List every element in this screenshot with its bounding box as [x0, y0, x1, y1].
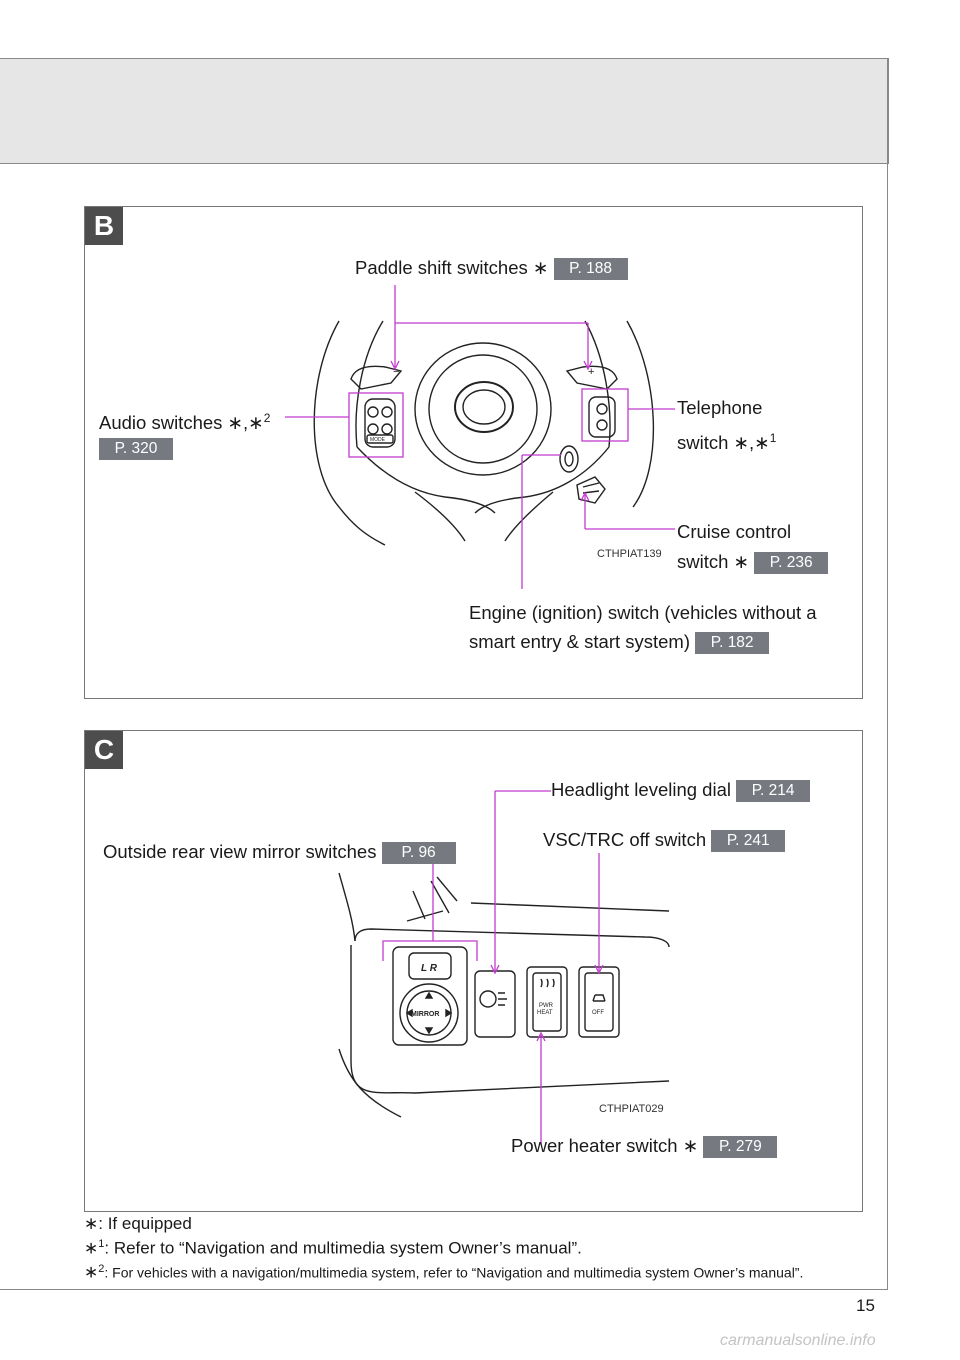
mirror-switches-page-ref[interactable]: P. 96 — [381, 842, 456, 865]
vsc-trc-page-ref[interactable]: P. 241 — [711, 830, 786, 853]
footnote-1: ∗1: Refer to “Navigation and multimedia … — [84, 1234, 803, 1259]
heat-label: HEAT — [537, 1010, 553, 1016]
engine-switch-line1: Engine (ignition) switch (vehicles witho… — [469, 602, 817, 623]
paddle-shift-page-ref[interactable]: P. 188 — [553, 258, 628, 281]
audio-switch-block — [364, 398, 396, 448]
footnote-2-text: : For vehicles with a navigation/multime… — [104, 1264, 804, 1281]
cruise-control-callout: switch ∗ P. 236 — [677, 551, 829, 575]
horn-pad — [414, 342, 552, 476]
power-heater-page-ref[interactable]: P. 279 — [703, 1136, 778, 1159]
lr-selector — [408, 952, 452, 980]
mirror-joystick — [399, 983, 459, 1043]
mode-button-label: MODE — [370, 437, 386, 443]
footnote-2: ∗2: For vehicles with a navigation/multi… — [84, 1259, 803, 1283]
ignition-switch — [559, 445, 579, 473]
engine-switch-page-ref[interactable]: P. 182 — [695, 632, 770, 655]
headlight-leveling-page-ref[interactable]: P. 214 — [736, 780, 811, 803]
paddle-minus — [350, 365, 403, 390]
cruise-lever — [576, 476, 606, 504]
paddle-shift-label: Paddle shift switches ∗ — [355, 257, 549, 278]
engine-switch-callout: smart entry & start system) P. 182 — [469, 631, 770, 655]
steering-wheel-illustration: − + MODE — [285, 285, 675, 589]
power-heater-switch — [526, 966, 568, 1038]
footnote-2-sup: 2 — [98, 1262, 105, 1275]
illustration-code-c: CTHPIAT029 — [599, 1103, 664, 1115]
headlight-leveling-callout: Headlight leveling dial P. 214 — [551, 779, 811, 803]
section-b-badge: B — [85, 207, 123, 245]
off-label: OFF — [592, 1010, 604, 1016]
header-band — [0, 58, 889, 164]
instrument-panel-illustration: L R MIRROR PWR HEAT OFF — [338, 790, 670, 1145]
telephone-line2: switch ∗,∗ — [677, 432, 770, 454]
headlight-leveling-label: Headlight leveling dial — [551, 779, 731, 800]
paddle-plus-label: + — [588, 366, 594, 378]
audio-switches-label: Audio switches ∗,∗ — [99, 412, 264, 434]
engine-switch-line2: smart entry & start system) — [469, 631, 691, 652]
power-heater-label: Power heater switch ∗ — [511, 1135, 699, 1156]
cruise-control-page-ref[interactable]: P. 236 — [754, 552, 829, 575]
audio-switches-sup: 2 — [263, 411, 271, 425]
pwr-label: PWR — [539, 1003, 554, 1009]
footnote-1-mark: ∗ — [84, 1238, 99, 1258]
power-heater-callout: Power heater switch ∗ P. 279 — [511, 1135, 778, 1159]
cruise-control-line2: switch ∗ — [677, 551, 750, 572]
telephone-line1: Telephone — [677, 397, 763, 418]
emblem — [454, 381, 514, 433]
lr-label: L R — [421, 963, 438, 974]
footnote-if-equipped: ∗: If equipped — [84, 1214, 192, 1233]
section-c-panel: C — [84, 730, 863, 1212]
mirror-switch-block — [392, 946, 468, 1046]
paddle-plus — [565, 365, 618, 390]
paddle-minus-label: − — [393, 366, 399, 378]
mirror-switches-callout: Outside rear view mirror switches P. 96 — [103, 841, 456, 865]
watermark: carmanualsonline.info — [720, 1332, 876, 1349]
vsc-trc-label: VSC/TRC off switch — [543, 829, 707, 850]
illustration-code-b: CTHPIAT139 — [597, 548, 662, 560]
page-number: 15 — [856, 1296, 875, 1315]
cruise-control-line1: Cruise control — [677, 521, 792, 542]
section-b-callouts — [285, 285, 675, 589]
footnote-1-text: : Refer to “Navigation and multimedia sy… — [104, 1238, 582, 1258]
right-rule — [887, 58, 888, 1290]
section-c-badge: C — [85, 731, 123, 769]
paddle-shift-callout: Paddle shift switches ∗ P. 188 — [355, 257, 628, 281]
wheel-rim-left — [313, 320, 386, 546]
vsc-trc-callout: VSC/TRC off switch P. 241 — [543, 829, 786, 853]
section-c-callouts — [382, 790, 600, 1145]
section-b-panel: B — [84, 206, 863, 699]
footnote-2-mark: ∗ — [84, 1262, 99, 1282]
audio-switches-callout: Audio switches ∗,∗2 — [99, 407, 270, 434]
bottom-rule — [0, 1289, 888, 1290]
telephone-sup: 1 — [769, 431, 777, 445]
mirror-label: MIRROR — [411, 1011, 439, 1018]
audio-switches-page-ref[interactable]: P. 320 — [99, 438, 173, 461]
wheel-rim-right — [626, 320, 655, 508]
telephone-callout: switch ∗,∗1 — [677, 427, 776, 454]
telephone-switch-block — [588, 396, 616, 438]
footnotes: ∗: If equipped ∗1: Refer to “Navigation … — [84, 1214, 803, 1282]
footnote-1-sup: 1 — [98, 1238, 105, 1250]
mirror-switches-label: Outside rear view mirror switches — [103, 841, 377, 862]
